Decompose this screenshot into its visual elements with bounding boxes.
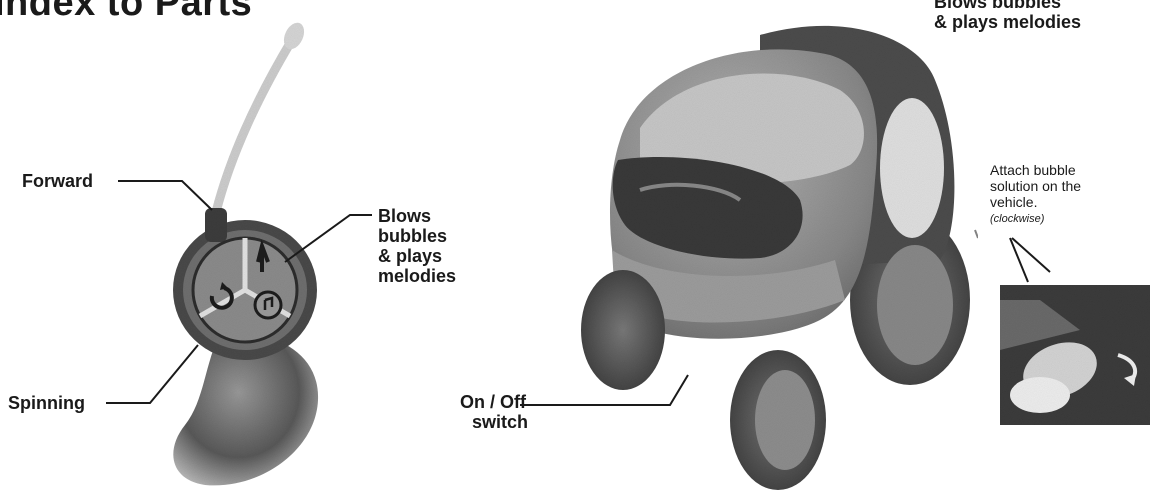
music-button-icon bbox=[255, 292, 281, 318]
label-spinning: Spinning bbox=[8, 393, 85, 413]
label-on-off-switch: On / Off switch bbox=[460, 392, 560, 432]
blows-line-1: Blows bbox=[378, 206, 498, 226]
blows-line-4: melodies bbox=[378, 266, 498, 286]
remote-control bbox=[173, 20, 318, 486]
antenna bbox=[216, 40, 292, 212]
bubble-solution-inset bbox=[1000, 285, 1150, 425]
front-left-wheel bbox=[581, 270, 665, 390]
attach-line-3: vehicle. bbox=[990, 194, 1140, 210]
attach-line-2: solution on the bbox=[990, 178, 1140, 194]
label-attach-bubble-solution: Attach bubble solution on the vehicle. bbox=[990, 162, 1140, 210]
vehicle-top-line-1: Blows bubbles bbox=[934, 0, 1152, 12]
attach-line-1: Attach bubble bbox=[990, 162, 1140, 178]
label-forward: Forward bbox=[22, 171, 93, 191]
blows-line-2: bubbles bbox=[378, 226, 498, 246]
label-blows-bubbles-remote: Blows bubbles & plays melodies bbox=[378, 206, 498, 286]
onoff-line-2: switch bbox=[460, 412, 560, 432]
vehicle-top-line-2: & plays melodies bbox=[934, 12, 1152, 32]
onoff-line-1: On / Off bbox=[460, 392, 560, 412]
label-clockwise-note: (clockwise) bbox=[990, 213, 1044, 226]
label-blows-bubbles-vehicle: Blows bubbles & plays melodies bbox=[934, 0, 1152, 32]
side-panel bbox=[880, 98, 944, 238]
bubble-vehicle bbox=[581, 26, 978, 490]
blows-line-3: & plays bbox=[378, 246, 498, 266]
